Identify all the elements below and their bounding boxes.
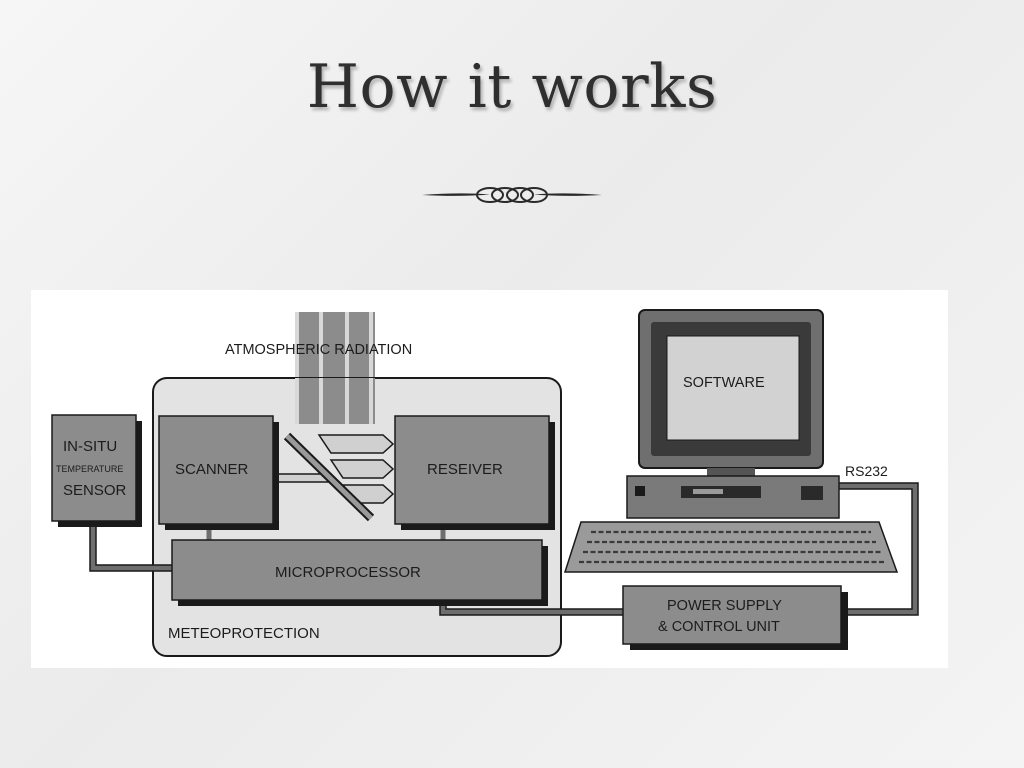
receiver-box	[394, 415, 555, 530]
in-situ-sensor-box	[51, 414, 142, 527]
sensor-label: SENSOR	[63, 482, 127, 499]
ornament-divider-icon	[422, 187, 602, 203]
mirror-icon	[283, 432, 375, 522]
control-unit-label: & CONTROL UNIT	[658, 619, 780, 635]
receiver-label: RESEIVER	[427, 461, 503, 478]
diagram-panel: ATMOSPHERIC RADIATION	[31, 290, 948, 668]
power-supply-box	[622, 585, 848, 650]
scanner-label: SCANNER	[175, 461, 249, 478]
microprocessor-label: MICROPROCESSOR	[275, 564, 421, 581]
software-label: SOFTWARE	[683, 375, 765, 391]
slide-title: How it works	[306, 52, 718, 122]
meteoprotection-label: METEOPROTECTION	[168, 625, 320, 642]
rs232-label: RS232	[845, 463, 888, 479]
system-diagram: ATMOSPHERIC RADIATION	[51, 309, 919, 657]
power-supply-label: POWER SUPPLY	[667, 598, 782, 614]
system-unit-icon	[626, 475, 840, 519]
scanner-box	[158, 415, 279, 530]
computer-monitor-icon	[638, 309, 824, 478]
microprocessor-box	[171, 539, 548, 606]
temperature-label: TEMPERATURE	[56, 464, 123, 474]
keyboard-icon	[563, 521, 899, 573]
in-situ-label: IN-SITU	[63, 438, 117, 455]
atmospheric-radiation-label: ATMOSPHERIC RADIATION	[225, 342, 412, 358]
